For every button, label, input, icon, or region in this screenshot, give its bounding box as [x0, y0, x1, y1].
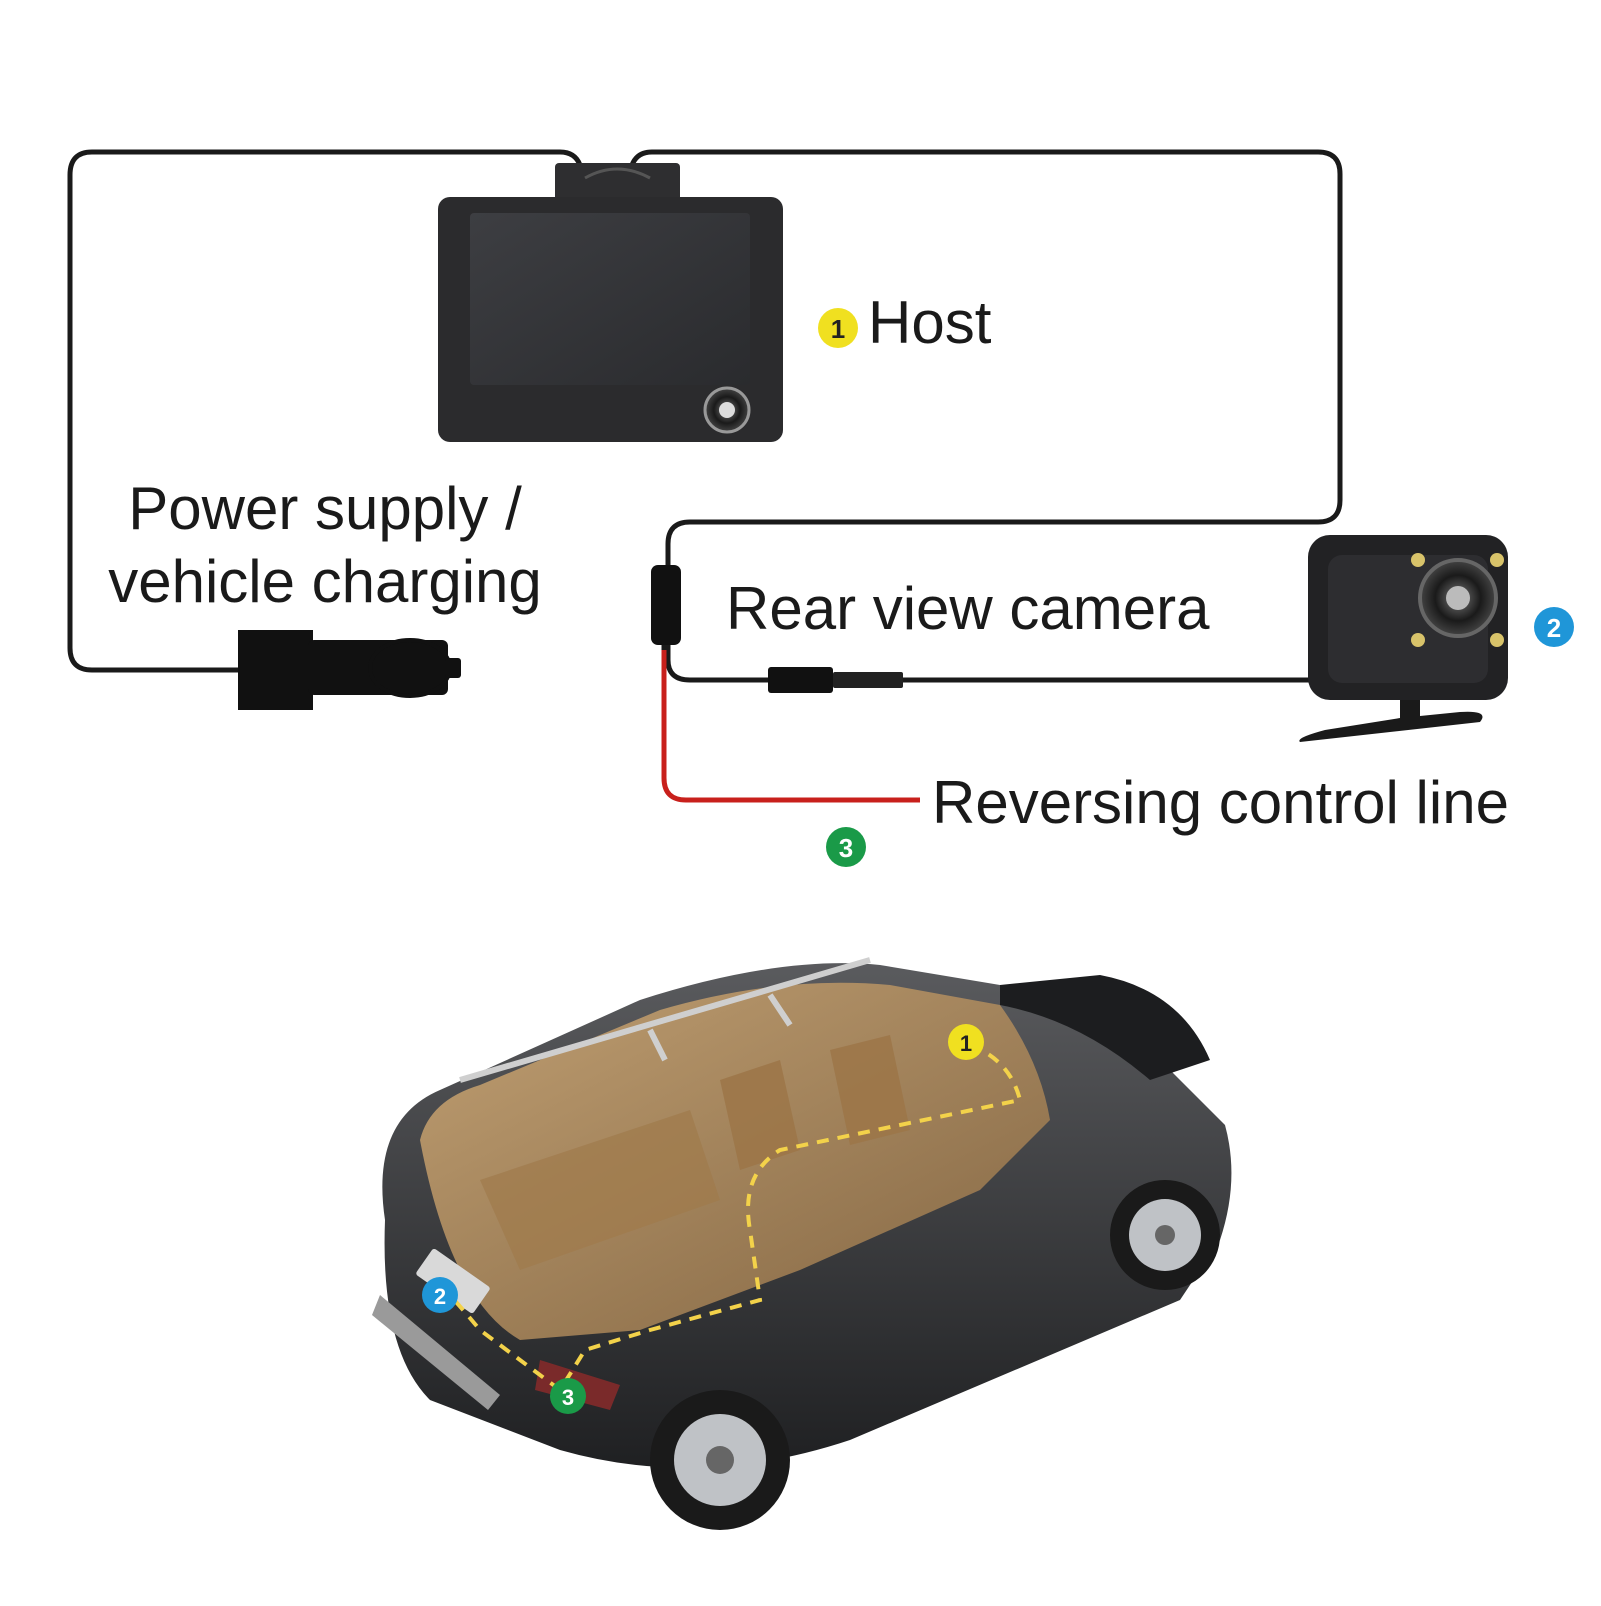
- dashcam-host-icon: [438, 163, 783, 442]
- camera-cable: [629, 149, 1350, 683]
- rear-camera-icon: [1299, 535, 1508, 742]
- badge-1-host: 1: [818, 308, 858, 348]
- inline-connector: [651, 565, 681, 645]
- badge-2-car: 2: [422, 1277, 458, 1313]
- power-supply-line-2: vehicle charging: [108, 548, 542, 616]
- power-cable: [67, 149, 583, 673]
- svg-text:1: 1: [831, 314, 845, 344]
- svg-text:2: 2: [434, 1284, 446, 1309]
- badge-3-reversing: 3: [826, 827, 866, 867]
- badge-3-car: 3: [550, 1378, 586, 1414]
- rear-camera-label: Rear view camera: [726, 575, 1210, 642]
- car-charger-icon: [238, 630, 461, 710]
- svg-text:3: 3: [562, 1385, 574, 1410]
- power-supply-label: Power supply / vehicle charging: [105, 472, 545, 618]
- power-supply-line-1: Power supply /: [128, 475, 522, 542]
- badge-2-camera: 2: [1534, 607, 1574, 647]
- svg-text:3: 3: [839, 833, 853, 863]
- badge-1-car: 1: [948, 1024, 984, 1060]
- suv-car-icon: [372, 957, 1232, 1530]
- svg-text:2: 2: [1547, 613, 1561, 643]
- route-path: [443, 1043, 1023, 1393]
- reversing-line-label: Reversing control line: [932, 769, 1509, 836]
- host-label: Host: [868, 289, 992, 356]
- reversing-wire: [661, 640, 920, 803]
- cable-plug: [768, 667, 833, 693]
- svg-text:1: 1: [960, 1031, 972, 1056]
